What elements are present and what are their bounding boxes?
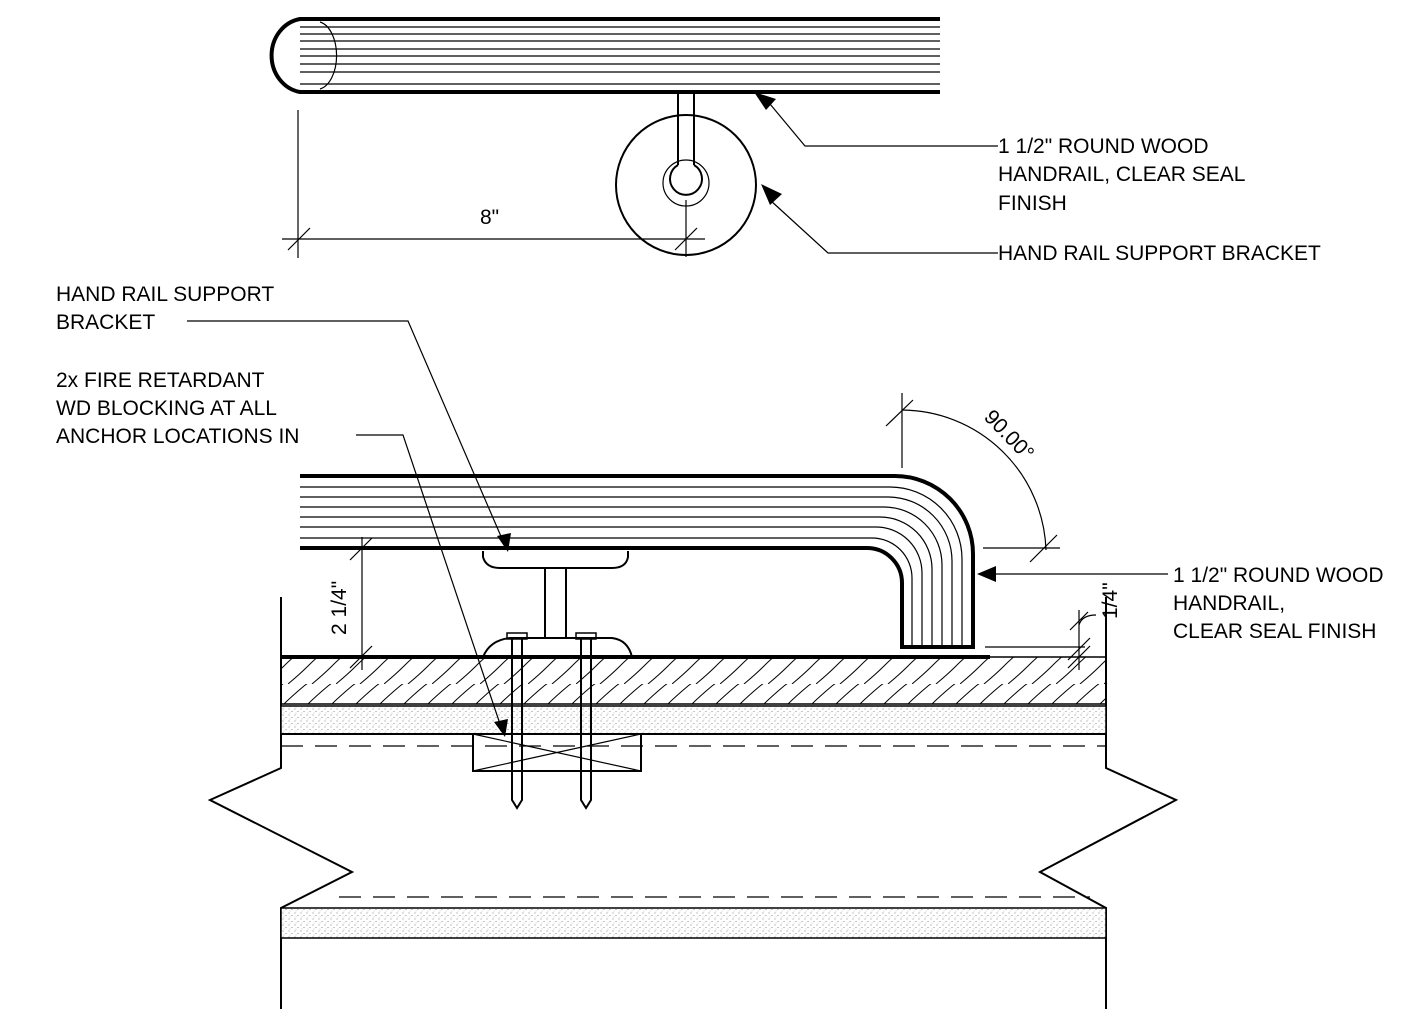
plan-handrail-grain [300,26,940,85]
gypsum-layer-far [280,907,1107,939]
wood-blocking [472,733,642,772]
plan-bracket-note: HAND RAIL SUPPORT BRACKET [998,242,1321,265]
clearance-dimension: 2 1/4" [328,537,373,670]
blocking-note-2: WD BLOCKING AT ALL [56,397,277,420]
plan-leaders [754,92,998,254]
blocking-note-1: 2x FIRE RETARDANT [56,369,265,392]
section-bracket-note-2: BRACKET [56,311,155,334]
section-bracket-note-1: HAND RAIL SUPPORT [56,283,274,306]
blocking-note-3: ANCHOR LOCATIONS IN [56,425,299,448]
plan-handrail-note-2: HANDRAIL, CLEAR SEAL [998,163,1245,186]
section-handrail [300,474,975,649]
plan-view: 8" 1 1/2" ROUND WOOD HANDRAIL, CLEAR SEA… [269,17,1321,265]
dimension-8: 8" [282,110,705,258]
plan-handrail-note-3: FINISH [998,192,1067,215]
angle-label: 90.00° [979,405,1038,465]
plan-bracket [615,92,757,257]
wood-finish-layer [280,656,1107,705]
dimension-8-label: 8" [480,206,499,229]
plan-handrail [269,17,940,94]
plan-handrail-note-1: 1 1/2" ROUND WOOD [998,135,1208,158]
clearance-label: 2 1/4" [328,581,351,635]
gap-label: 1/4" [1099,582,1122,619]
gap-dimension: 1/4" [985,582,1122,670]
section-leaders [187,320,1168,737]
section-handrail-note-1: 1 1/2" ROUND WOOD [1173,564,1383,587]
section-bracket [482,551,633,658]
section-handrail-note-3: CLEAR SEAL FINISH [1173,620,1376,643]
section-handrail-note-2: HANDRAIL, [1173,592,1285,615]
gypsum-layer [280,705,1107,735]
section-view: 90.00° 2 1/4" 1/4" HAND R [56,283,1383,1009]
